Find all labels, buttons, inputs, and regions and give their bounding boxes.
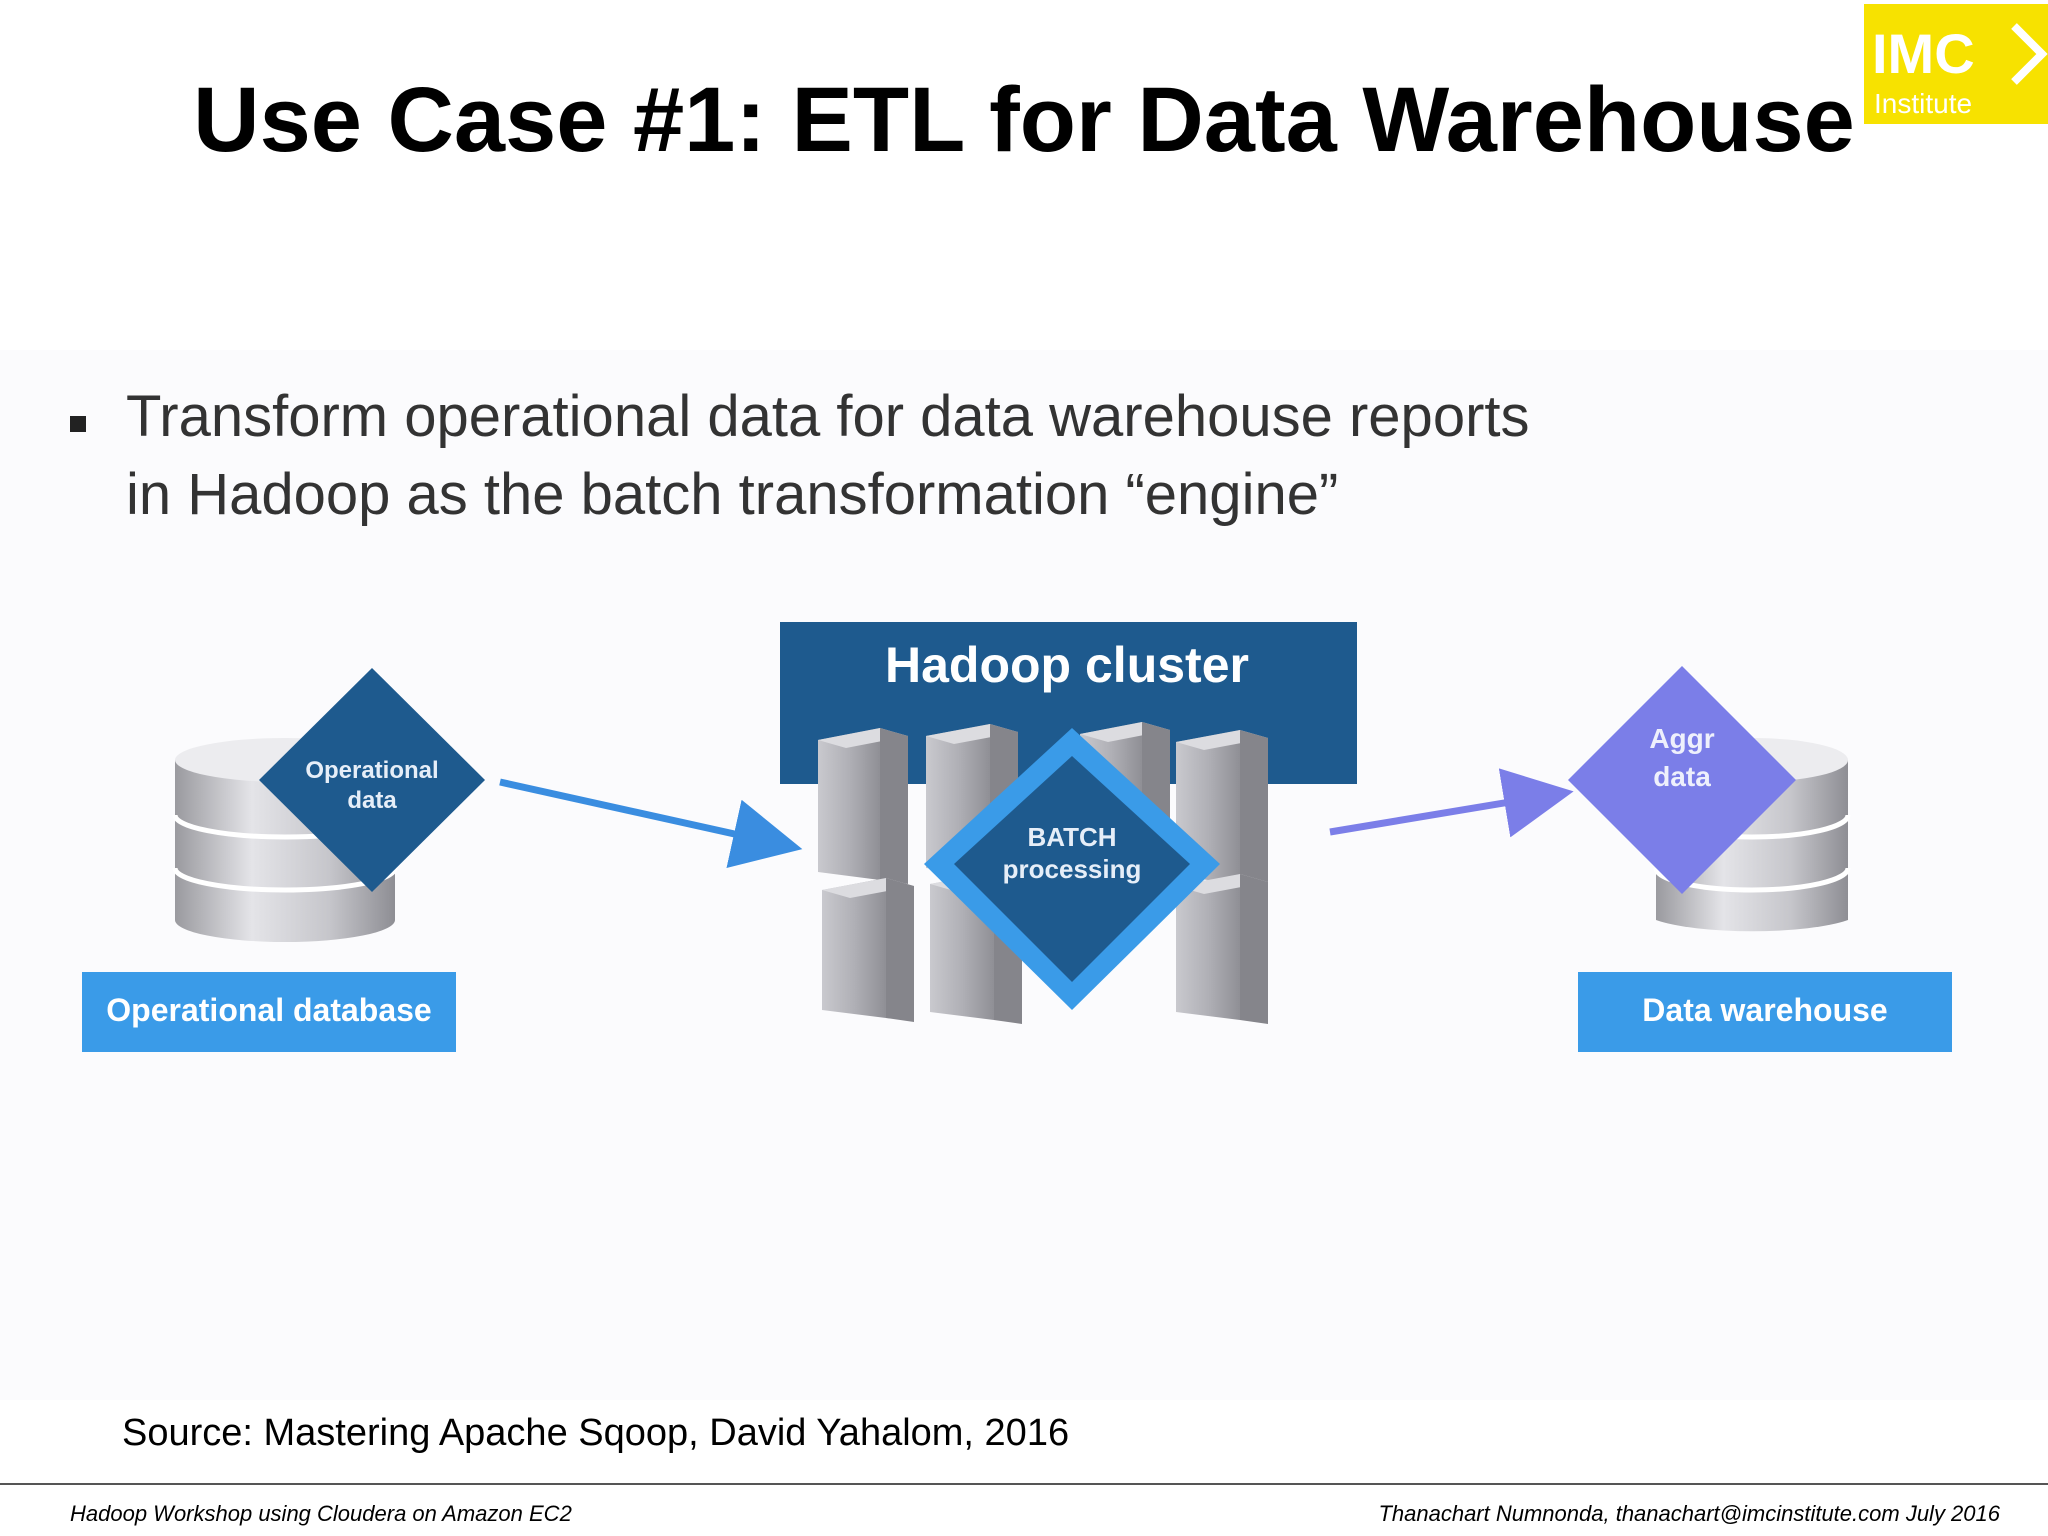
footer-author-info: Thanachart Numnonda, thanachart@imcinsti… [1378, 1501, 2000, 1526]
operational-data-text-2: data [347, 787, 397, 814]
logo-chevron-icon [2011, 23, 2048, 85]
aggr-data-text-1: Aggr [1649, 723, 1714, 754]
slide-title: Use Case #1: ETL for Data Warehouse [193, 69, 1855, 171]
hadoop-cluster-title: Hadoop cluster [885, 637, 1249, 693]
footer-divider [0, 1483, 2048, 1485]
aggr-data-diamond [1568, 666, 1796, 894]
aggr-data-text-2: data [1653, 761, 1711, 792]
bullet-line-1: Transform operational data for data ware… [126, 384, 1530, 449]
bullet-text: Transform operational data for data ware… [126, 378, 1926, 534]
batch-text-2: processing [1003, 854, 1142, 884]
batch-processing-diamond [924, 728, 1220, 1010]
imc-institute-logo: IMC Institute [1864, 4, 2048, 124]
operational-database-label: Operational database [82, 972, 456, 1052]
bullet-line-2: in Hadoop as the batch transformation “e… [126, 462, 1339, 527]
operational-data-text-1: Operational [305, 757, 438, 784]
data-warehouse-label: Data warehouse [1578, 972, 1952, 1052]
bullet-marker [70, 416, 86, 432]
flow-arrow-to-warehouse [1329, 768, 1574, 838]
footer-workshop-title: Hadoop Workshop using Cloudera on Amazon… [70, 1501, 572, 1526]
batch-text-1: BATCH [1027, 822, 1116, 852]
source-citation: Source: Mastering Apache Sqoop, David Ya… [122, 1412, 1070, 1454]
logo-sub-text: Institute [1874, 88, 1973, 119]
logo-main-text: IMC [1872, 22, 1975, 85]
operational-data-diamond [259, 668, 485, 892]
flow-arrow-to-cluster [499, 778, 803, 869]
